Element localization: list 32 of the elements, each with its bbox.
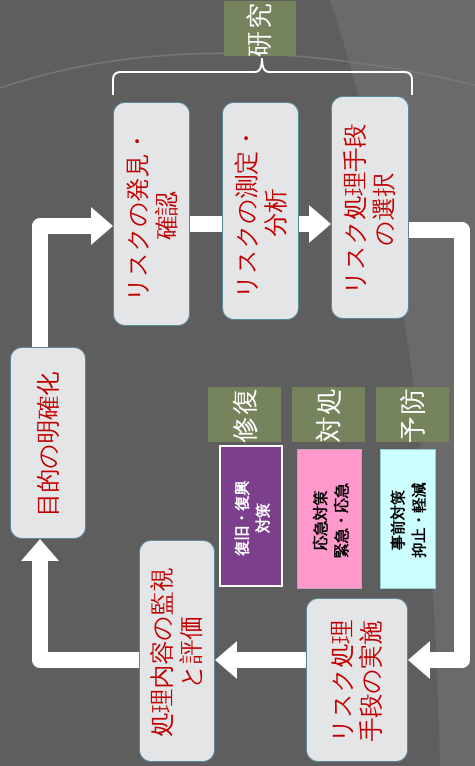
process-box (222, 102, 299, 320)
step-text: リスクの発見・確認 (124, 129, 180, 301)
measure-box (380, 449, 436, 589)
arrow (215, 641, 306, 679)
measure-box (297, 449, 362, 589)
category-tag (376, 387, 449, 442)
measure-box (219, 445, 283, 587)
category-tag (292, 387, 365, 442)
step-text: 目的の明確化 (34, 372, 63, 516)
measure-text: 復旧・復興対策 (232, 480, 273, 558)
process-box (139, 540, 215, 762)
measure-text: 応急対策 (310, 490, 330, 550)
step-text: リスク処理手段の実施 (329, 618, 386, 744)
step-text: 処理内容の監視と評価 (149, 566, 206, 738)
process-box (10, 347, 86, 539)
arrow (21, 539, 139, 668)
arrow (32, 207, 113, 347)
arrow (299, 205, 331, 243)
measure-text: 事前対策 (388, 490, 408, 550)
measure-text: 抑止・軽減 (409, 482, 429, 558)
category-tag (224, 1, 296, 56)
step-text: リスク処理手段の選択 (342, 122, 399, 294)
tag-text: 対処 (316, 386, 342, 442)
tag-text: 研究 (247, 0, 273, 56)
measure-text: 緊急・応急 (330, 482, 350, 558)
process-box (113, 102, 190, 326)
category-tag (208, 387, 281, 442)
process-box (306, 598, 408, 762)
tag-text: 修復 (232, 386, 258, 442)
process-box (331, 96, 409, 319)
step-text: リスクの測定・分析 (232, 126, 290, 298)
tag-text: 予防 (400, 386, 426, 442)
